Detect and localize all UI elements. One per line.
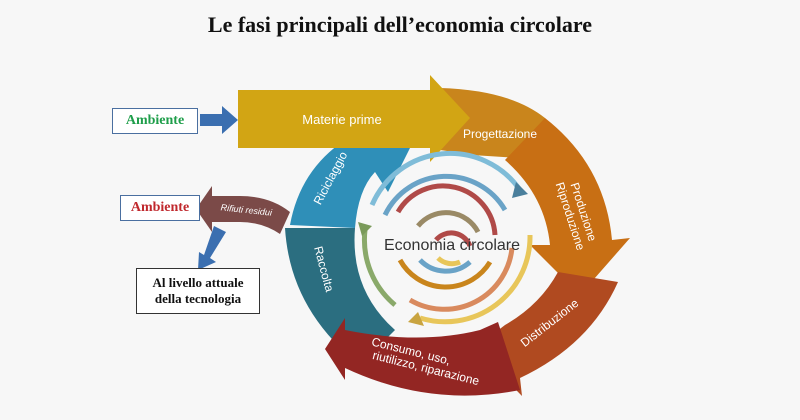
technology-arrow (198, 226, 226, 270)
ambiente-inflow-arrow (200, 106, 238, 134)
consumo-arrow-head (325, 318, 345, 380)
ambiente-bottom-box: Ambiente (120, 195, 200, 221)
phase-produzione-segment (505, 118, 630, 295)
technology-line2: della tecnologia (154, 291, 242, 306)
inner-circular-arrows (361, 150, 533, 325)
label-materie-prime: Materie prime (302, 112, 381, 127)
inner-arrow-heads (358, 182, 528, 326)
ambiente-bottom-label: Ambiente (130, 200, 190, 215)
ambiente-top-label: Ambiente (125, 113, 185, 128)
phase-raccolta-segment (285, 228, 395, 365)
phase-rifiuti-residui-arrow (212, 196, 290, 234)
phase-materie-prime-arrow (238, 75, 470, 162)
technology-line1: Al livello attuale (152, 275, 244, 290)
center-label: Economia circolare (384, 237, 520, 254)
technology-box: Al livello attuale della tecnologia (136, 268, 260, 314)
phase-consumo-segment (345, 322, 520, 396)
phase-progettazione-segment (440, 88, 548, 160)
rifiuti-arrow-head (196, 186, 212, 232)
label-progettazione: Progettazione (463, 127, 537, 141)
ambiente-top-box: Ambiente (112, 108, 198, 134)
diagram-title: Le fasi principali dell’economia circola… (207, 12, 593, 37)
